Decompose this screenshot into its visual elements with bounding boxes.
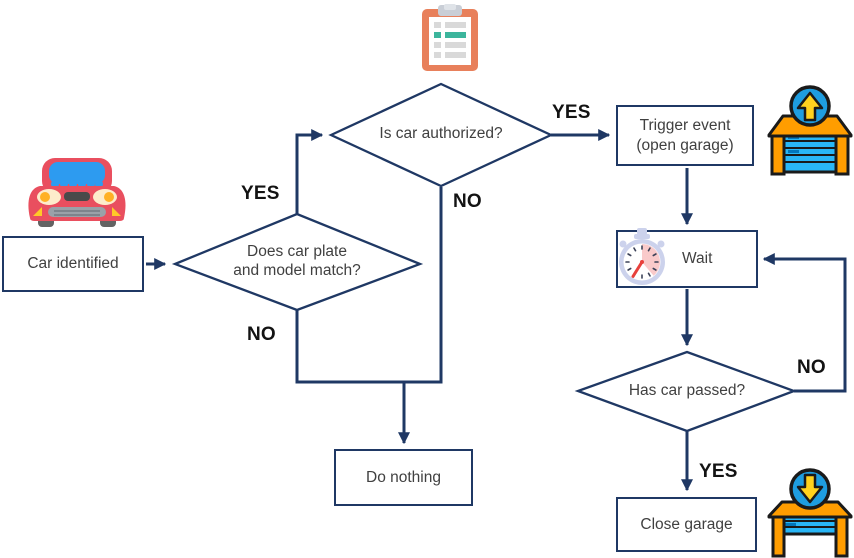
node-trigger-event: Trigger event (open garage) [616, 105, 754, 166]
decision-authorized-label: Is car authorized? [379, 125, 503, 142]
edge-plate-match-yes [295, 129, 324, 214]
label-authorized-yes: YES [552, 102, 591, 123]
decision-plate-match-shape [171, 212, 424, 312]
label-plate-match-no: NO [247, 324, 276, 345]
node-close-garage: Close garage [616, 497, 757, 552]
decision-passed-shape [574, 350, 798, 433]
label-passed-yes: YES [699, 461, 738, 482]
edge-passed-no-loop [762, 253, 847, 393]
decision-authorized-shape [328, 82, 554, 188]
garage-door-open-icon [767, 84, 853, 178]
label-passed-no: NO [797, 357, 826, 378]
node-car-identified: Car identified [2, 236, 144, 292]
stopwatch-icon [613, 227, 671, 289]
node-do-nothing: Do nothing [334, 449, 473, 506]
car-icon [24, 158, 130, 230]
clipboard-checklist-icon [421, 4, 479, 72]
decision-plate-match-label: Does car plate and model match? [233, 243, 361, 279]
edge-plate-match-no-merge [295, 187, 443, 384]
decision-passed-label: Has car passed? [628, 382, 746, 399]
label-plate-match-yes: YES [241, 183, 280, 204]
garage-door-close-icon [767, 468, 853, 558]
label-authorized-no: NO [453, 191, 482, 212]
